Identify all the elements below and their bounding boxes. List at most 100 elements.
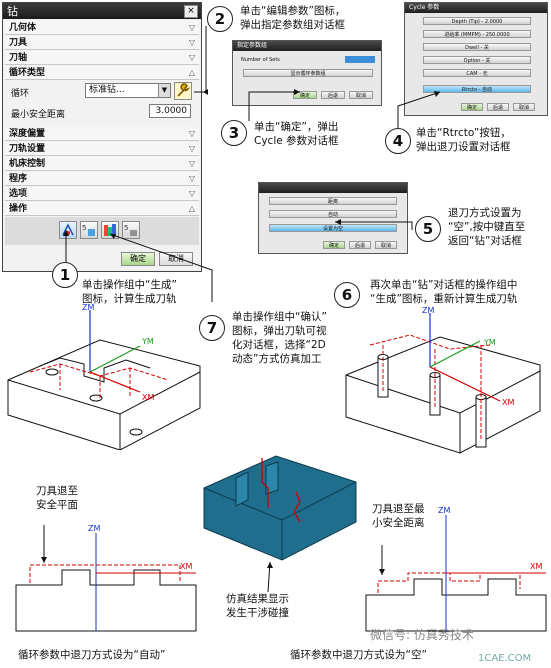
cycle-row-rtrcto[interactable]: Rtrcto - 自动 (423, 85, 531, 93)
cycle-row-option[interactable]: Option - 关 (423, 56, 531, 64)
step-6-marker: 6 (334, 282, 360, 308)
section-geometry[interactable]: 几何体▽ (5, 21, 199, 35)
section-axis[interactable]: 刀轴▽ (5, 51, 199, 65)
part-3d-left: ZM YM XM (7, 303, 201, 450)
step-4-note: 单击“Rtrcto”按钮，弹出退刀设置对话框 (416, 127, 511, 153)
cycle-row-depth[interactable]: Depth (Tip) - 2.0000 (423, 17, 531, 25)
svg-text:5: 5 (82, 224, 86, 232)
retract-cancel-button[interactable]: 取消 (375, 241, 397, 249)
chevron-up-icon: △ (188, 68, 195, 77)
section-tool-settings[interactable]: 刀轨设置▽ (5, 142, 199, 156)
chevron-down-icon: ▽ (188, 129, 195, 138)
section-options[interactable]: 选项▽ (5, 187, 199, 201)
svg-text:5: 5 (124, 224, 128, 232)
axis-ym-label: YM (141, 337, 154, 346)
params-cancel-button[interactable]: 取消 (349, 91, 373, 99)
step-2-marker: 2 (207, 6, 233, 32)
cancel-button[interactable]: 取消 (159, 252, 193, 266)
step-3-marker: 3 (221, 120, 247, 146)
cycle-cancel-button[interactable]: 取消 (513, 103, 535, 111)
params-ok-button[interactable]: 确定 (293, 91, 317, 99)
step-5-note: 退刀方式设置为“空”,按中键直至返回“钻”对话框 (448, 207, 526, 247)
axis-xm-label: XM (530, 562, 542, 571)
cycle-row-cam[interactable]: CAM - 无 (423, 69, 531, 77)
cycle-row-feed[interactable]: 进给率 (MMPM) - 250.0000 (423, 30, 531, 38)
params-back-button[interactable]: 后退 (321, 91, 345, 99)
watermark-text: 微信号: 仿真秀技术 (370, 628, 474, 642)
simulation-result (203, 455, 357, 561)
cycle-ok-button[interactable]: 确定 (461, 103, 483, 111)
retract-row-distance[interactable]: 距离 (269, 197, 397, 205)
axis-zm-label: ZM (438, 506, 450, 515)
chevron-down-icon: ▼ (158, 84, 170, 97)
retract-dialog: 距离 自动 设置为空 确定 后退 取消 (258, 182, 408, 254)
section-actions[interactable]: 操作△ (5, 202, 199, 216)
axis-xm-label: XM (180, 562, 192, 571)
step-5-marker: 5 (415, 216, 441, 242)
chevron-down-icon: ▽ (188, 189, 195, 198)
site-watermark: 1CAE.COM (478, 653, 532, 664)
cycle-select[interactable]: 标准钻...▼ (85, 83, 171, 98)
profile-2d-empty: ZM XM (365, 506, 547, 632)
wrench-icon (177, 83, 191, 97)
axis-xm-label: XM (502, 398, 514, 407)
axis-ym-label: YM (483, 338, 496, 347)
empty-caption: 循环参数中退刀方式设为“空” (290, 649, 427, 661)
section-depth-offset[interactable]: 深度偏置▽ (5, 127, 199, 141)
chevron-down-icon: ▽ (188, 53, 195, 62)
number-of-sets-input[interactable]: 1 (345, 56, 375, 63)
chevron-down-icon: ▽ (188, 174, 195, 183)
chevron-down-icon: ▽ (188, 144, 195, 153)
retract-safe-plane-note: 刀具退至安全平面 (36, 485, 78, 511)
cycle-row-dwell[interactable]: Dwell - 关 (423, 43, 531, 51)
profile-2d-auto: ZM XM (15, 524, 197, 632)
edit-params-button[interactable] (174, 82, 192, 100)
verify-icon (104, 224, 116, 236)
section-tool[interactable]: 刀具▽ (5, 36, 199, 50)
retract-min-note: 刀具退至最小安全距离 (372, 503, 425, 529)
sim-pointer (267, 561, 273, 593)
dialog-title: 钻 (7, 5, 18, 18)
number-of-sets-label: Number of Sets (241, 57, 280, 63)
part-3d-right: ZM YM XM (345, 306, 541, 454)
auto-caption: 循环参数中退刀方式设为“自动” (18, 649, 166, 661)
retract-dialog-title (259, 183, 407, 193)
generate-button[interactable] (59, 221, 77, 239)
retract-row-auto[interactable]: 自动 (269, 210, 397, 218)
step-1-note: 单击操作组中“生成”图标，计算生成刀轨 (82, 279, 177, 305)
chevron-up-icon: △ (188, 204, 195, 213)
params-dialog: 指定参数组 Number of Sets 1 显示循环参数组 确定 后退 取消 (232, 40, 382, 106)
retract-ok-button[interactable]: 确定 (323, 241, 345, 249)
min-clearance-label: 最小安全距离 (11, 110, 66, 120)
list-button[interactable]: 5 (122, 221, 140, 239)
close-icon[interactable]: × (184, 5, 198, 18)
params-dialog-title: 指定参数组 (233, 41, 381, 51)
ok-button[interactable]: 确定 (121, 252, 155, 266)
replay-button[interactable]: 5 (80, 221, 98, 239)
list-icon: 5 (124, 224, 137, 236)
step-1-marker: 1 (52, 262, 78, 288)
dialog-title-bar: 钻 × (3, 3, 201, 19)
retract-back-button[interactable]: 后退 (349, 241, 371, 249)
axis-zm-label: ZM (422, 306, 434, 315)
drill-dialog: 钻 × 几何体▽ 刀具▽ 刀轴▽ 循环类型△ 循环 标准钻...▼ 最小安全距离… (2, 2, 202, 272)
section-cycle-type[interactable]: 循环类型△ (5, 66, 199, 80)
step-7-marker: 7 (199, 315, 225, 341)
show-params-button[interactable]: 显示循环参数组 (243, 69, 373, 77)
retract-row-empty[interactable]: 设置为空 (269, 224, 397, 232)
chevron-down-icon: ▽ (188, 38, 195, 47)
cycle-dialog: Cycle 参数 Depth (Tip) - 2.0000 进给率 (MMPM)… (404, 2, 548, 116)
step-4-marker: 4 (385, 128, 411, 154)
step-2-note: 单击“编辑参数”图标，弹出指定参数组对话框 (240, 5, 346, 31)
axis-zm-label: ZM (88, 524, 100, 533)
step-6-note: 再次单击“钻”对话框的操作组中“生成”图标，重新计算生成刀轨 (370, 279, 518, 305)
cycle-back-button[interactable]: 后退 (487, 103, 509, 111)
chevron-down-icon: ▽ (188, 23, 195, 32)
chevron-down-icon: ▽ (188, 159, 195, 168)
section-program[interactable]: 程序▽ (5, 172, 199, 186)
sim-result-note: 仿真结果显示发生干涉碰撞 (226, 593, 289, 619)
min-clearance-input[interactable]: 3.0000 (149, 104, 191, 118)
section-machine-control[interactable]: 机床控制▽ (5, 157, 199, 171)
